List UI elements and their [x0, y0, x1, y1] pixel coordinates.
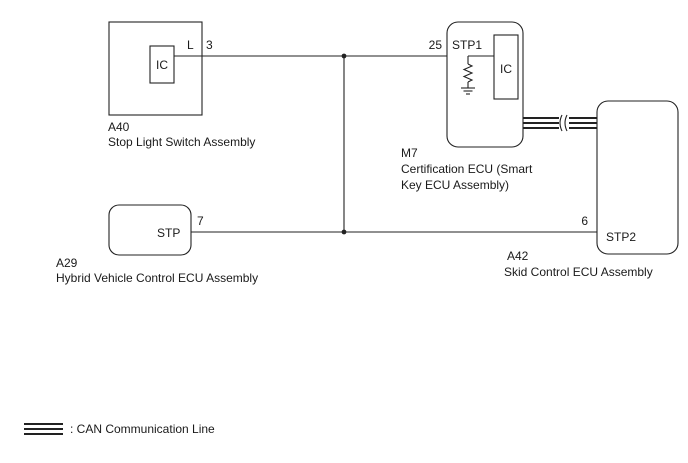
- legend: : CAN Communication Line: [24, 422, 215, 436]
- m7-name-line1: Certification ECU (Smart: [401, 162, 533, 176]
- a42-code: A42: [507, 249, 529, 263]
- m7-ic-block: [493, 34, 519, 100]
- a40-code: A40: [108, 120, 130, 134]
- a29-code: A29: [56, 256, 78, 270]
- m7-resistor: [462, 63, 474, 83]
- a42-housing: [596, 100, 679, 255]
- a40-pin-label: L: [187, 38, 194, 52]
- a42-terminal: STP2: [606, 230, 636, 244]
- junction-dot-top: [341, 53, 347, 59]
- a42-name: Skid Control ECU Assembly: [504, 265, 653, 279]
- m7-name-line2: Key ECU Assembly): [401, 178, 509, 192]
- m7-pin-number: 25: [429, 38, 443, 52]
- component-a42: STP2 6 A42 Skid Control ECU Assembly: [504, 100, 679, 279]
- junction-dot-bottom: [341, 229, 347, 235]
- a40-ic-block: [149, 45, 175, 84]
- m7-code: M7: [401, 146, 418, 160]
- a29-pin-number: 7: [197, 214, 204, 228]
- a29-name: Hybrid Vehicle Control ECU Assembly: [56, 271, 258, 285]
- a29-housing: [108, 204, 192, 256]
- can-break-left: [559, 114, 563, 132]
- a29-terminal: STP: [157, 226, 180, 240]
- a42-pin-number: 6: [581, 214, 588, 228]
- component-m7: IC STP1 25 M7 Certification ECU (Smart K…: [401, 21, 533, 192]
- component-a40: IC L 3 A40 Stop Light Switch Assembly: [108, 21, 255, 149]
- can-line-m7-a42: [523, 114, 597, 132]
- m7-ic-label: IC: [500, 62, 512, 76]
- can-break-right: [564, 114, 568, 132]
- m7-terminal: STP1: [452, 38, 482, 52]
- a40-pin-number: 3: [206, 38, 213, 52]
- a40-ic-label: IC: [156, 58, 168, 72]
- component-a29: STP 7 A29 Hybrid Vehicle Control ECU Ass…: [56, 204, 258, 285]
- legend-label: : CAN Communication Line: [70, 422, 215, 436]
- wire-network: [191, 53, 597, 235]
- a40-name: Stop Light Switch Assembly: [108, 135, 255, 149]
